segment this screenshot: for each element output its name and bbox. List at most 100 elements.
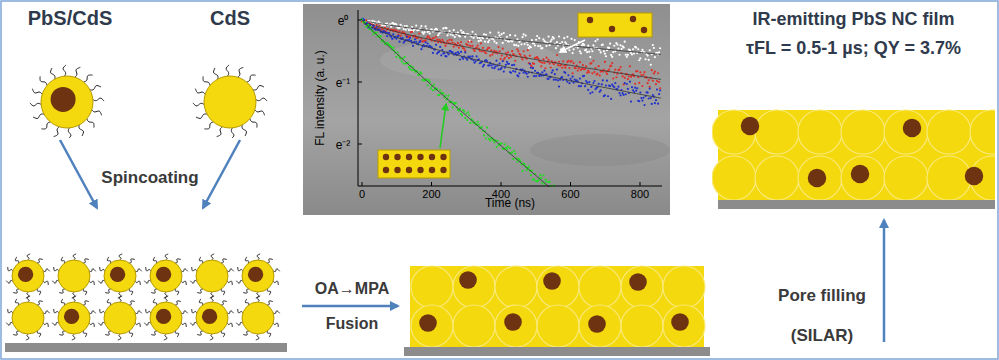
ligand xyxy=(247,75,256,82)
nanocrystal xyxy=(204,76,256,128)
data-point xyxy=(459,35,461,37)
data-point xyxy=(471,55,473,57)
data-point xyxy=(404,56,406,58)
data-point xyxy=(611,56,613,58)
data-point xyxy=(657,103,659,105)
data-point xyxy=(597,38,599,40)
sem-photo xyxy=(303,4,670,215)
data-point xyxy=(606,80,608,82)
data-point xyxy=(543,70,545,72)
data-point xyxy=(502,60,504,62)
data-point xyxy=(578,67,580,69)
data-point xyxy=(375,26,377,28)
data-point xyxy=(517,75,519,77)
data-point xyxy=(526,73,528,75)
data-point xyxy=(533,63,535,65)
data-point xyxy=(401,60,403,62)
fit-line xyxy=(362,20,661,187)
ligand xyxy=(43,323,48,327)
data-point xyxy=(558,35,560,37)
ligand xyxy=(129,289,132,295)
data-point xyxy=(654,71,656,73)
data-point xyxy=(365,19,367,21)
data-point xyxy=(548,59,550,61)
ligand xyxy=(52,280,58,283)
data-point xyxy=(513,64,515,66)
data-point xyxy=(619,66,621,68)
ligand xyxy=(192,267,197,271)
data-point xyxy=(553,37,555,39)
fused-crystal xyxy=(663,305,705,347)
data-point xyxy=(492,38,494,40)
core-dot xyxy=(406,154,412,160)
data-point xyxy=(447,94,449,96)
ligand xyxy=(273,323,278,327)
data-point xyxy=(632,48,634,50)
data-point xyxy=(627,88,629,90)
data-point xyxy=(641,100,643,102)
data-point xyxy=(604,53,606,55)
data-point xyxy=(435,36,437,38)
ligand xyxy=(175,289,178,295)
fused-crystal xyxy=(970,110,995,154)
data-point xyxy=(564,67,566,69)
data-point xyxy=(562,60,564,62)
data-point xyxy=(436,39,438,41)
data-point xyxy=(605,55,607,57)
data-point xyxy=(604,94,606,96)
ligand xyxy=(181,311,187,314)
ligand xyxy=(27,254,30,260)
data-point xyxy=(420,72,422,74)
data-point xyxy=(527,76,529,78)
data-point xyxy=(477,44,479,46)
ligand xyxy=(144,322,150,325)
y-axis xyxy=(358,10,359,186)
ligand xyxy=(83,301,89,305)
data-point xyxy=(372,25,374,27)
ligand xyxy=(89,269,95,272)
ligand xyxy=(253,86,264,90)
data-point xyxy=(497,46,499,48)
data-point xyxy=(513,150,515,152)
fused-crystal xyxy=(495,305,537,347)
data-point xyxy=(618,54,620,56)
data-point xyxy=(555,47,557,49)
ligand xyxy=(84,75,93,82)
fused-film xyxy=(410,266,705,347)
pbs-cds-nanocrystal: PbS/CdS xyxy=(8,4,132,138)
data-point xyxy=(648,79,650,81)
data-point xyxy=(507,51,509,53)
ligand xyxy=(267,289,270,295)
ligand xyxy=(8,267,13,271)
data-point xyxy=(496,140,498,142)
fused-crystal xyxy=(884,110,928,154)
data-point xyxy=(415,24,417,26)
step-label: OA→MPA xyxy=(315,280,389,298)
data-point xyxy=(573,48,575,50)
data-point xyxy=(598,83,600,85)
data-point xyxy=(411,69,413,71)
data-point xyxy=(386,35,388,37)
data-point xyxy=(638,82,640,84)
data-point xyxy=(409,68,411,70)
data-point xyxy=(583,75,585,77)
data-point xyxy=(511,50,513,52)
data-point xyxy=(475,60,477,62)
data-point xyxy=(420,25,422,27)
ligand xyxy=(37,331,40,337)
data-point xyxy=(403,28,405,30)
data-point xyxy=(477,37,479,39)
data-point xyxy=(478,123,480,125)
data-point xyxy=(490,49,492,51)
tick-label: e⁰ xyxy=(338,15,349,28)
ligand xyxy=(257,296,260,302)
ligand xyxy=(43,281,48,285)
data-point xyxy=(654,102,656,104)
data-point xyxy=(612,77,614,79)
data-point xyxy=(432,52,434,54)
data-point xyxy=(522,72,524,74)
data-point xyxy=(594,67,596,69)
data-point xyxy=(537,58,539,60)
data-point xyxy=(587,45,589,47)
